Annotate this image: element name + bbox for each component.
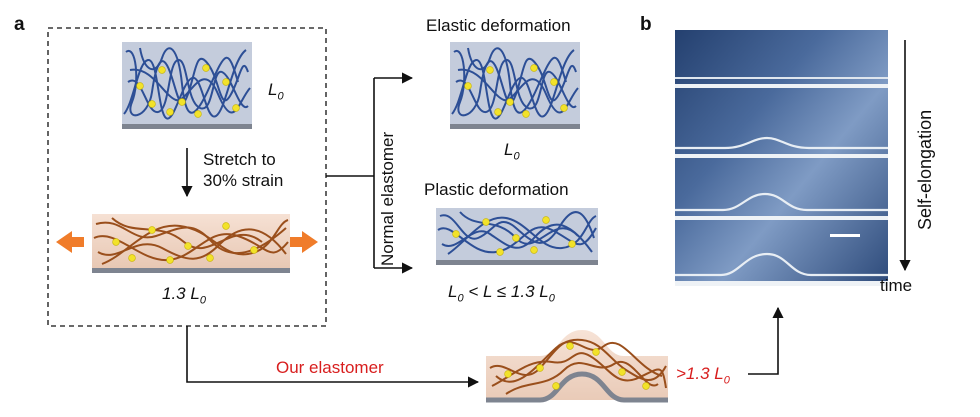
elastic-title: Elastic deformation: [426, 16, 571, 35]
result-to-photo-arrow: [748, 306, 784, 375]
polymer-block-original: [122, 42, 252, 129]
polymer-block-plastic: [436, 208, 598, 265]
stretch-arrow-left: [56, 231, 84, 253]
panel-label-a: a: [14, 14, 25, 35]
original-length-label: L0: [268, 80, 284, 103]
polymer-block-stretched: [92, 214, 290, 273]
plastic-title: Plastic deformation: [424, 180, 569, 199]
our-result-label: >1.3 L0: [676, 364, 730, 387]
elastic-length-label: L0: [504, 140, 520, 163]
normal-elastomer-label: Normal elastomer: [378, 131, 397, 266]
our-elastomer-label: Our elastomer: [276, 358, 384, 377]
stretch-caption: Stretch to 30% strain: [203, 150, 284, 190]
stretched-length-label: 1.3 L0: [162, 284, 206, 307]
photo-strip: [675, 30, 888, 286]
polymer-block-buckled: [486, 330, 668, 403]
stretch-arrow-right: [290, 231, 318, 253]
panel-label-b: b: [640, 14, 652, 35]
scale-bar: [830, 234, 860, 237]
self-elongation-label: Self-elongation: [915, 109, 935, 230]
time-label: time: [880, 276, 913, 295]
polymer-block-elastic: [450, 42, 580, 129]
our-elastomer-connector: [186, 326, 480, 388]
plastic-length-range: L0 < L ≤ 1.3 L0: [448, 282, 555, 305]
